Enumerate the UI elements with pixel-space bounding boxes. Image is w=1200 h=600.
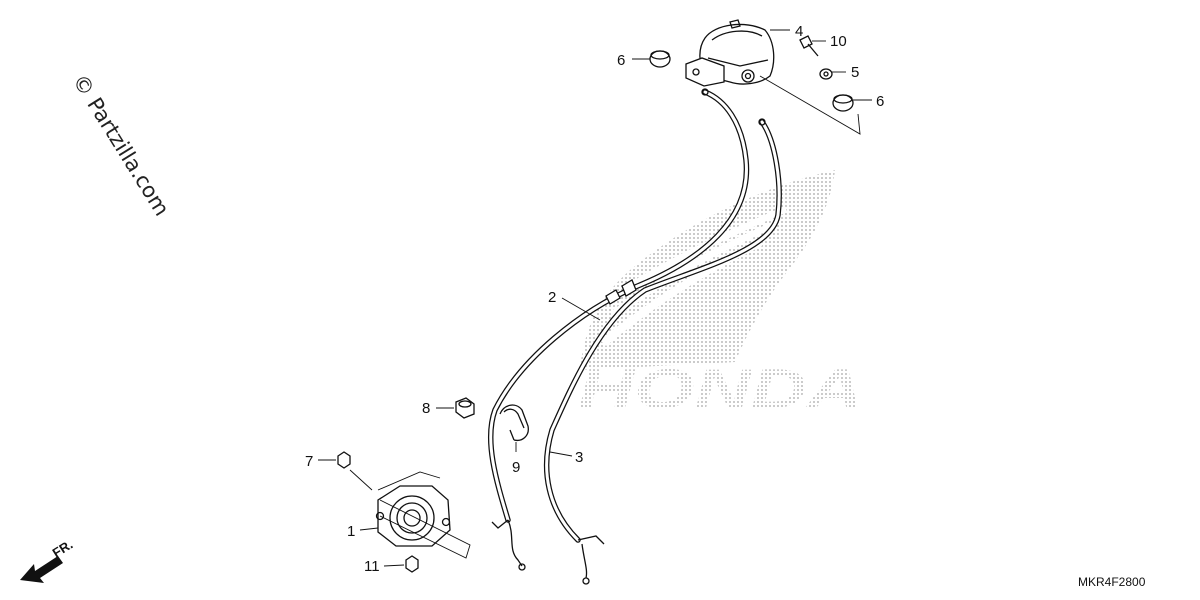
part-3-cable xyxy=(543,118,782,585)
part-6-grommet-a xyxy=(649,50,671,68)
part-6-grommet-b xyxy=(832,94,854,112)
callout-6-right: 6 xyxy=(876,93,884,110)
leader-lines xyxy=(318,29,872,567)
part-10-bolt xyxy=(799,35,819,57)
part-9-clamp xyxy=(499,404,529,442)
diagram-code: MKR4F2800 xyxy=(1078,575,1146,589)
callout-2: 2 xyxy=(548,289,556,306)
part-11-nut xyxy=(405,555,419,573)
callout-11: 11 xyxy=(364,558,380,575)
part-8-nut xyxy=(455,397,475,419)
callout-9: 9 xyxy=(512,459,520,476)
callout-4: 4 xyxy=(795,23,803,40)
part-5-collar xyxy=(819,68,833,80)
callout-1: 1 xyxy=(347,523,355,540)
part-2-cable xyxy=(487,88,750,571)
callout-7: 7 xyxy=(305,453,313,470)
front-label: FR. xyxy=(50,537,76,561)
guide-line-actuator-grommet xyxy=(759,75,861,135)
callout-5: 5 xyxy=(851,64,859,81)
honda-brand-text: HONDA xyxy=(578,357,863,420)
callout-3: 3 xyxy=(575,449,583,466)
part-1-pulley-cover xyxy=(349,469,471,559)
callout-8: 8 xyxy=(422,400,430,417)
partzilla-watermark: © Partzilla.com xyxy=(68,70,174,220)
callout-10: 10 xyxy=(830,33,847,50)
part-7-bolt xyxy=(337,451,351,469)
part-4-actuator xyxy=(685,19,775,87)
callout-labels: 4 6 10 5 6 2 3 8 9 7 1 11 xyxy=(305,23,884,575)
front-direction-indicator: FR. xyxy=(20,537,75,583)
front-arrow-icon xyxy=(20,556,63,583)
callout-6-left: 6 xyxy=(617,52,625,69)
